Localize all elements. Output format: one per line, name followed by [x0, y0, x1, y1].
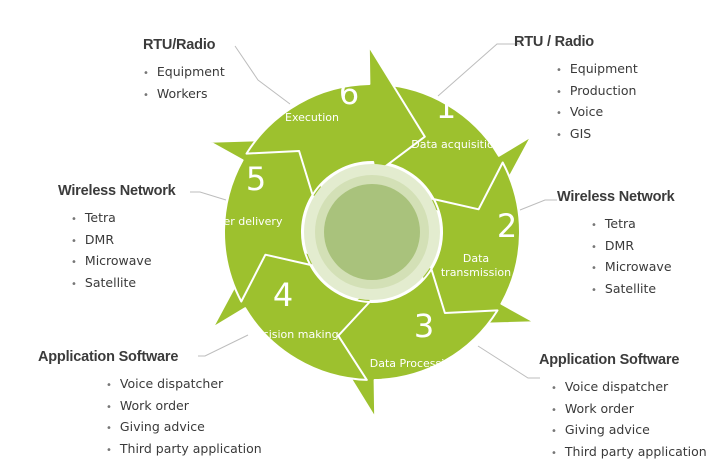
stage-number: 3 — [414, 307, 434, 345]
list-item: •Voice dispatcher — [106, 376, 224, 391]
cycle-arrow-2 — [419, 161, 536, 327]
panel-wireless-left: Wireless Network •Tetra •DMR •Microwave … — [58, 183, 176, 294]
stage-number: 5 — [246, 160, 266, 198]
stage-label: transmission — [441, 266, 511, 279]
list-item: •Work order — [106, 397, 189, 413]
connector-line — [234, 45, 291, 105]
stage-label: Data — [463, 252, 489, 265]
list-item: •Tetra — [591, 216, 636, 231]
panel-rtu-radio-left: RTU/Radio •Equipment •Workers — [143, 37, 225, 105]
connector-line — [519, 199, 557, 211]
list-item: •Work order — [551, 400, 634, 416]
panel-title: Application Software — [539, 352, 680, 368]
connector-lines — [190, 43, 557, 379]
list-item: •GIS — [556, 125, 592, 141]
panel-title: Wireless Network — [557, 189, 675, 205]
stage-label: Decision making — [247, 328, 338, 341]
panel-app-software-right: Application Software •Voice dispatcher •… — [539, 352, 707, 463]
panel-wireless-right: Wireless Network •Tetra •DMR •Microwave … — [557, 189, 675, 300]
panel-title: Application Software — [38, 349, 179, 365]
list-item: •Giving advice — [106, 419, 205, 435]
stage-label: Data Processing — [370, 357, 459, 370]
list-item: •Satellite — [591, 280, 657, 296]
cycle-arrow-5 — [208, 137, 325, 303]
list-item: •Equipment — [556, 61, 638, 76]
panel-title: RTU / Radio — [514, 34, 594, 50]
list-item: •Production — [556, 82, 637, 98]
stage-label: Data acquisition — [411, 138, 500, 151]
panel-rtu-radio-right: RTU / Radio •Equipment •Production •Voic… — [514, 34, 638, 145]
list-item: •Microwave — [71, 253, 152, 269]
list-item: •DMR — [71, 231, 115, 247]
cycle-arrow-6 — [245, 45, 426, 196]
list-item: •Voice dispatcher — [551, 379, 669, 394]
center-core — [324, 184, 420, 280]
list-item: •Equipment — [143, 64, 225, 79]
list-item: •Microwave — [591, 259, 672, 275]
connector-line — [190, 191, 227, 201]
stage-label: Execution — [285, 111, 339, 124]
connector-line — [437, 43, 520, 97]
panel-title: RTU/Radio — [143, 37, 216, 53]
list-item: •Giving advice — [551, 422, 650, 438]
stage-number: 1 — [436, 88, 456, 126]
cycle-arrows — [208, 45, 536, 419]
list-item: •Workers — [143, 85, 208, 101]
list-item: •Third party application — [551, 443, 707, 459]
stage-number: 6 — [339, 74, 359, 112]
connector-line — [198, 334, 249, 357]
list-item: •Voice — [556, 104, 604, 120]
panel-title: Wireless Network — [58, 183, 176, 199]
panel-app-software-left: Application Software •Voice dispatcher •… — [38, 349, 262, 460]
list-item: •Satellite — [71, 274, 137, 290]
stage-number: 4 — [273, 276, 293, 314]
stage-label: Order delivery — [204, 215, 283, 228]
list-item: •Tetra — [71, 210, 116, 225]
stage-number: 2 — [497, 207, 517, 245]
list-item: •DMR — [591, 237, 635, 253]
connector-line — [477, 345, 540, 379]
list-item: •Third party application — [106, 440, 262, 456]
